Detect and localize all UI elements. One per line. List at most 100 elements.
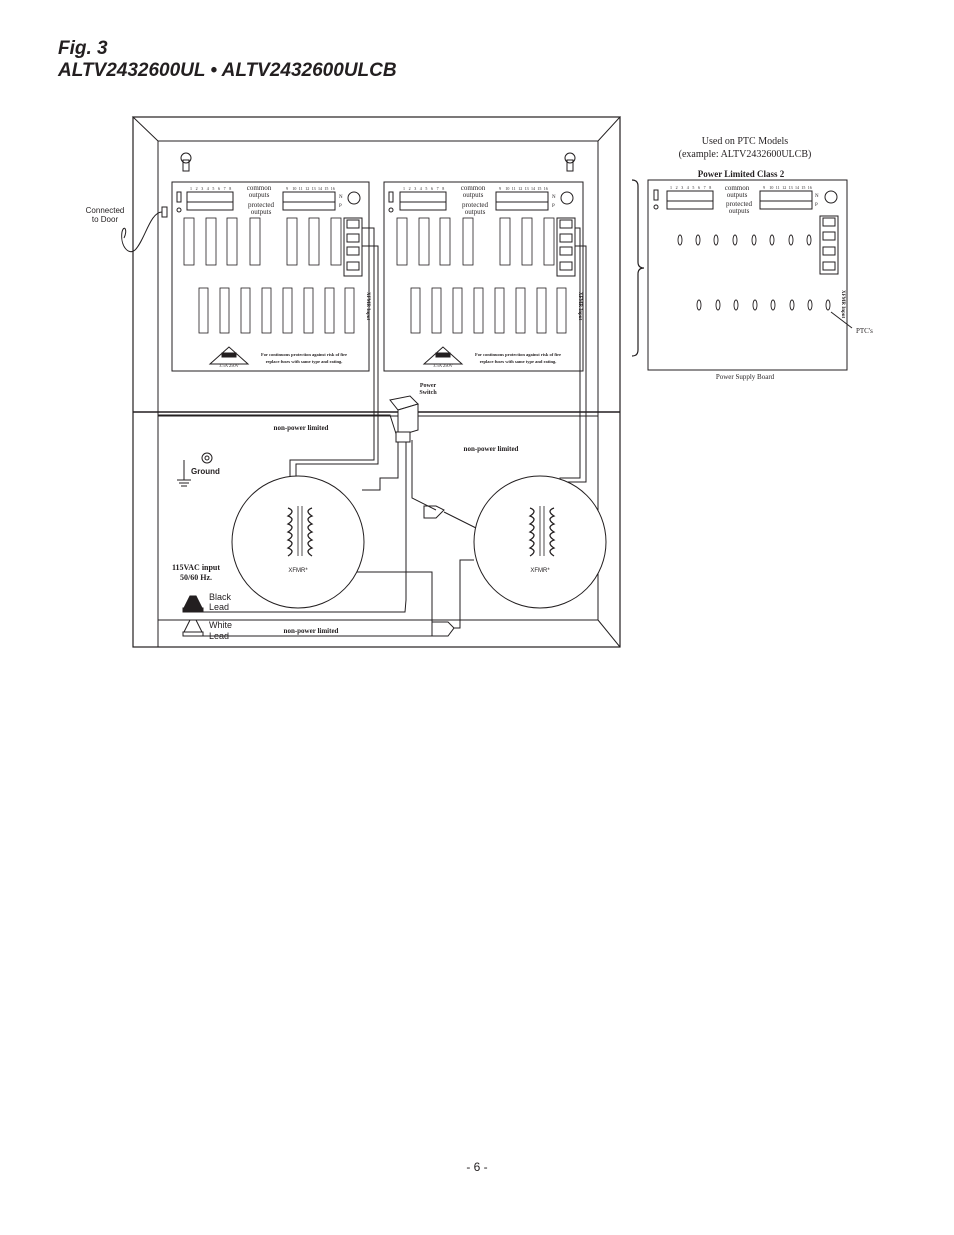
connected-to-door-label-1: Connected bbox=[86, 206, 125, 215]
ptc-terminal-number: 9 bbox=[763, 185, 765, 190]
power-switch[interactable] bbox=[389, 395, 419, 443]
board-2-xfmr-input-label: XFMR Input bbox=[577, 292, 582, 321]
ptc-protected-label-1: protected bbox=[726, 200, 753, 208]
board-2-protected-label-1: protected bbox=[462, 201, 489, 209]
board-1-terminal-number: 15 bbox=[324, 186, 328, 191]
board-1-terminal-number: 10 bbox=[292, 186, 296, 191]
board-1-fuse-row-1 bbox=[183, 217, 342, 266]
board-2-capacitor bbox=[560, 191, 574, 205]
power-supply-board-label: Power Supply Board bbox=[716, 373, 775, 381]
board-1-terminal-number: 1 bbox=[190, 186, 192, 191]
black-lead-label-1: Black bbox=[209, 592, 232, 602]
xfmr-1-label: XFMR* bbox=[288, 568, 308, 574]
board-1-pos-label: P bbox=[339, 204, 342, 209]
ground-symbol bbox=[177, 452, 213, 487]
ac-input-label-1: 115VAC input bbox=[172, 563, 220, 572]
board-1-outline bbox=[171, 181, 370, 372]
board-1-terminal-number: 2 bbox=[196, 186, 198, 191]
board-1-fuse-row-2 bbox=[198, 287, 355, 334]
non-power-limited-label-3: non-power limited bbox=[284, 627, 339, 635]
board-2-terminal-number: 1 bbox=[403, 186, 405, 191]
board-2-terminal-number: 2 bbox=[409, 186, 411, 191]
board-2-protected-label-2: outputs bbox=[465, 208, 486, 216]
ptc-common-label-1: common bbox=[725, 184, 750, 192]
keyhole-right bbox=[564, 152, 576, 172]
board-1-neg-label: N bbox=[339, 195, 343, 200]
figure-title: Fig. 3 ALTV2432600UL • ALTV2432600ULCB bbox=[58, 38, 397, 82]
board-2-terminal-number: 10 bbox=[505, 186, 509, 191]
ptc-protected-label-2: outputs bbox=[729, 207, 750, 215]
board-2-terminal-number: 7 bbox=[437, 186, 439, 191]
ptc-terminal-number: 10 bbox=[769, 185, 773, 190]
board-1-warning-line-1: For continuous protection against risk o… bbox=[261, 352, 347, 357]
brace bbox=[631, 179, 645, 357]
white-lead-connector bbox=[182, 619, 204, 637]
board-2-terminal-number: 13 bbox=[525, 186, 529, 191]
board-1-led bbox=[176, 191, 182, 203]
ptc-terminal-number: 13 bbox=[789, 185, 793, 190]
ptc-terminal-number: 1 bbox=[670, 185, 672, 190]
connected-to-door-label-2: to Door bbox=[92, 215, 119, 224]
ptc-terminal-number: 2 bbox=[676, 185, 678, 190]
board-1-protected-label-1: protected bbox=[248, 201, 275, 209]
ptc-terminal-number: 8 bbox=[709, 185, 711, 190]
white-lead-label-1: White bbox=[209, 620, 232, 630]
ptc-row-2 bbox=[696, 299, 831, 311]
board-1-terminal-number: 4 bbox=[207, 186, 209, 191]
board-2-terminal-number: 6 bbox=[431, 186, 433, 191]
black-lead-connector bbox=[182, 595, 204, 613]
ptc-terminal-number: 16 bbox=[808, 185, 812, 190]
board-1-terminal-number: 12 bbox=[305, 186, 309, 191]
non-power-limited-label-2: non-power limited bbox=[464, 445, 519, 453]
power-limited-label: Power Limited Class 2 bbox=[698, 169, 785, 179]
ptc-terminal-number: 7 bbox=[704, 185, 706, 190]
board-1-warning-line-2: replace fuses with same type and rating. bbox=[266, 359, 343, 364]
board-1-protected-label-2: outputs bbox=[251, 208, 272, 216]
white-lead-label-2: Lead bbox=[209, 631, 229, 641]
ptc-terminal-number: 6 bbox=[698, 185, 700, 190]
board-2-terminal-number: 8 bbox=[442, 186, 444, 191]
ptc-models-label-1: Used on PTC Models bbox=[702, 136, 789, 147]
ptc-pos-label: P bbox=[815, 203, 818, 208]
ptc-terminal-number: 3 bbox=[681, 185, 683, 190]
ptc-terminal-number: 12 bbox=[782, 185, 786, 190]
power-switch-label-1: Power bbox=[420, 383, 437, 389]
board-1-terminal-number: 6 bbox=[218, 186, 220, 191]
ac-input-label-2: 50/60 Hz. bbox=[180, 573, 212, 582]
ptcs-label: PTC's bbox=[856, 327, 873, 335]
enclosure-top-bevel bbox=[131, 116, 622, 142]
ptc-terminal-number: 5 bbox=[692, 185, 694, 190]
board-2-pos-label: P bbox=[552, 204, 555, 209]
board-2-warning-line-2: replace fuses with same type and rating. bbox=[480, 359, 557, 364]
board-2-terminal-number: 3 bbox=[414, 186, 416, 191]
board-2-terminal-number: 16 bbox=[544, 186, 548, 191]
board-1-terminal-number: 16 bbox=[331, 186, 335, 191]
board-2-terminal-number: 4 bbox=[420, 186, 422, 191]
board-1-protected-terminals bbox=[282, 191, 336, 211]
enclosure-bevel-br bbox=[597, 619, 621, 648]
ground-label: Ground bbox=[191, 467, 220, 476]
black-lead-label-2: Lead bbox=[209, 602, 229, 612]
board-1-fuse-rating: 3.5A 250V bbox=[219, 363, 240, 368]
board-2-warning bbox=[422, 346, 464, 365]
board-2-terminal-number: 14 bbox=[531, 186, 535, 191]
board-1-terminal-number: 7 bbox=[224, 186, 226, 191]
wiring bbox=[158, 227, 587, 637]
xfmr-2-label: XFMR* bbox=[530, 568, 550, 574]
ptc-models-label-2: (example: ALTV2432600ULCB) bbox=[679, 149, 812, 160]
board-2-terminal-number: 5 bbox=[425, 186, 427, 191]
board-1-warning bbox=[208, 346, 250, 365]
board-2-outline bbox=[383, 181, 584, 372]
ptc-row-1 bbox=[677, 234, 812, 246]
power-switch-label-2: Switch bbox=[419, 390, 437, 396]
board-2-led bbox=[388, 191, 394, 203]
board-1-xfmr-input-label: XFMR Input bbox=[365, 292, 370, 321]
ptc-terminal-number: 11 bbox=[776, 185, 780, 190]
board-2-fuse-rating: 3.5A 250V bbox=[433, 363, 454, 368]
board-2-common-label-2: outputs bbox=[463, 191, 484, 199]
power-board-1 bbox=[171, 181, 370, 372]
board-2-fuse-row-2 bbox=[410, 287, 567, 334]
board-1-common-label-1: common bbox=[247, 184, 272, 192]
ptc-board bbox=[647, 179, 853, 371]
ptc-terminal-number: 15 bbox=[801, 185, 805, 190]
